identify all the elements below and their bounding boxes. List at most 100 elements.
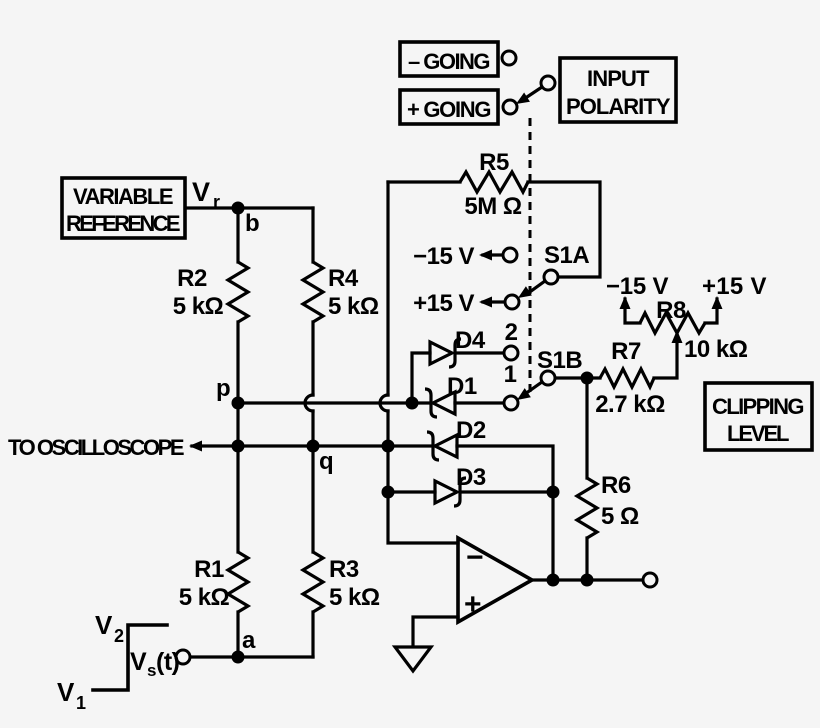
- node-q-dot: [306, 439, 320, 453]
- diode-triangle: [429, 389, 457, 417]
- contact-1: [502, 394, 520, 412]
- up-arrowhead: [711, 296, 723, 309]
- resistor-label: R4: [328, 265, 359, 292]
- output-junction-dot: [580, 573, 594, 587]
- node-b-dot: [231, 201, 245, 215]
- r8-supply-arrows: −15 V +15 V: [606, 273, 767, 309]
- node-a-label: a: [242, 627, 256, 654]
- contact-plus-going: [501, 98, 519, 116]
- diode-triangle: [433, 478, 461, 506]
- input-terminal: [174, 648, 192, 666]
- contact-2: [502, 344, 520, 362]
- vst-rest: (t): [156, 648, 180, 676]
- vr-main: V: [192, 177, 210, 207]
- wire: [386, 409, 460, 545]
- ground-icon: [391, 645, 435, 674]
- junction-dots: [231, 201, 594, 664]
- switch-s1b: 2 1 S1B: [502, 319, 583, 412]
- resistor-r6: R6 5 Ω: [573, 472, 640, 540]
- resistor-zigzag: [598, 365, 656, 391]
- opamp: − +: [456, 534, 536, 626]
- diode-triangle: [431, 432, 459, 460]
- resistor-zigzag: [299, 260, 327, 324]
- node-p-dot: [231, 396, 245, 410]
- opamp-triangle: [456, 534, 536, 626]
- up-arrowhead: [619, 296, 631, 309]
- resistor-label: R2: [177, 265, 207, 292]
- v2-sub: 2: [114, 626, 124, 646]
- diode-cathode-bar: [424, 387, 438, 419]
- label-box-plus-going: + GOING: [398, 88, 500, 126]
- vr-sub: r: [213, 192, 220, 212]
- summing-node-dot: [381, 439, 395, 453]
- box-outline: [398, 40, 500, 78]
- node-labels: b p q a: [216, 210, 334, 654]
- throw-label-minus15: −15 V: [413, 243, 474, 270]
- switch-pivot: [539, 74, 557, 92]
- contact-label-1: 1: [504, 361, 517, 388]
- wiper-arrowhead: [671, 330, 683, 343]
- diode-d2: D2: [426, 417, 486, 462]
- diode-d4: D4: [428, 327, 486, 369]
- contact-label-2: 2: [505, 319, 518, 346]
- step-waveform-line: [91, 623, 169, 692]
- switch-arm: [521, 84, 545, 102]
- box-label: – GOING: [408, 49, 490, 74]
- supply-label-plus15: +15 V: [702, 273, 766, 300]
- resistor-label: R3: [329, 556, 359, 583]
- diode-label: D3: [456, 464, 486, 491]
- resistor-label: R8: [656, 297, 686, 324]
- v2-main: V: [95, 610, 113, 640]
- junction-dot: [546, 485, 560, 499]
- box-label-line1: CLIPPING: [712, 394, 804, 419]
- output-terminal: [641, 571, 659, 589]
- output-junction-dot: [546, 573, 560, 587]
- resistor-zigzag: [224, 260, 252, 324]
- switch-arm-arrowhead: [516, 92, 530, 104]
- node-a-dot: [231, 650, 245, 664]
- resistor-value: 5 kΩ: [179, 584, 230, 611]
- switch-arm: [524, 278, 548, 297]
- diode-label: D1: [447, 373, 477, 400]
- throw-label-plus15: +15 V: [413, 290, 474, 317]
- left-arrowhead: [479, 296, 492, 308]
- switch-arm-arrowhead: [518, 286, 532, 298]
- vst-sub: s: [147, 661, 156, 680]
- diode-d1: D1: [424, 373, 477, 419]
- switch-label: S1A: [544, 242, 589, 269]
- diode-cathode-bar: [453, 476, 467, 508]
- label-box-variable-reference: VARIABLE REFERENCE: [60, 176, 187, 240]
- v1-main: V: [57, 677, 75, 707]
- resistor-value: 5 kΩ: [329, 584, 380, 611]
- input-step-waveform: V 2 V 1 V s (t): [57, 610, 180, 713]
- potentiometer-r8: R8 10 kΩ: [638, 297, 748, 363]
- resistor-zigzag: [458, 168, 530, 196]
- vr-label: V r: [192, 177, 221, 212]
- switch-label: S1B: [537, 347, 582, 374]
- resistor-value: 2.7 kΩ: [595, 391, 665, 418]
- resistor-label: R7: [611, 338, 641, 365]
- resistor-value: 5 kΩ: [173, 293, 224, 320]
- diode-label: D2: [456, 417, 486, 444]
- vst-main: V: [130, 648, 147, 676]
- junction-dot: [381, 485, 395, 499]
- node-p-label: p: [216, 375, 230, 402]
- resistor-label: R1: [194, 556, 224, 583]
- resistor-r3: R3 5 kΩ: [299, 550, 380, 614]
- to-oscilloscope-annotation: TO OSCILLOSCOPE: [8, 435, 202, 460]
- resistor-zigzag: [224, 550, 252, 614]
- r7-r6-junction-dot: [580, 371, 594, 385]
- oscilloscope-node-dot: [231, 439, 245, 453]
- box-label-line2: POLARITY: [566, 94, 671, 119]
- contact-plus15: [503, 293, 521, 311]
- label-box-minus-going: – GOING: [398, 40, 500, 78]
- box-outline: [60, 176, 187, 240]
- diode-cathode-bar: [426, 430, 440, 462]
- node-b-label: b: [245, 210, 259, 237]
- box-label-line1: INPUT: [587, 66, 650, 91]
- left-arrowhead: [189, 440, 202, 452]
- resistor-value: 5M Ω: [464, 193, 522, 220]
- contact-minus-going: [500, 49, 518, 67]
- label-box-input-polarity: INPUT POLARITY: [558, 56, 678, 124]
